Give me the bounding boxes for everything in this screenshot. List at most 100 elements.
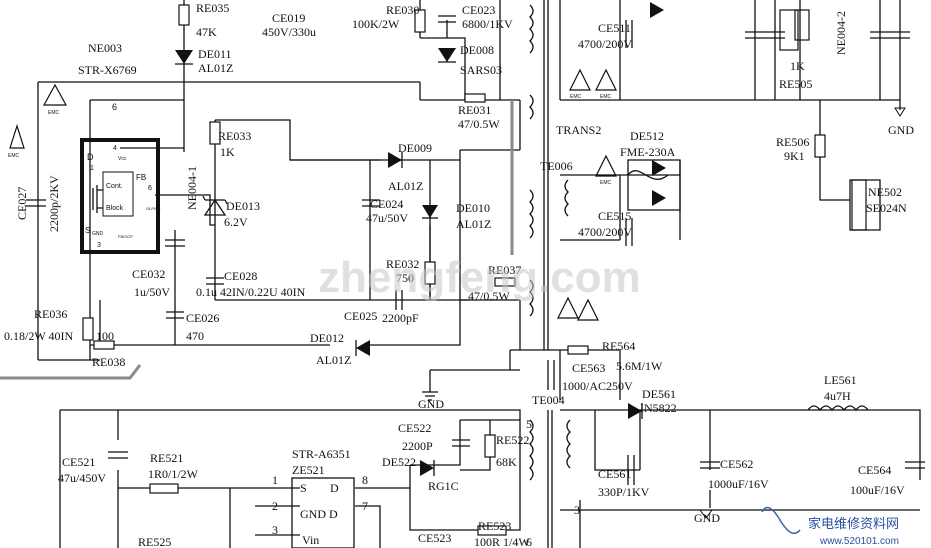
capacitor-ce561 bbox=[627, 455, 635, 485]
label-de011: DE011 bbox=[198, 47, 232, 61]
label-re038-val: 100 bbox=[96, 329, 114, 343]
label-ze521: ZE521 bbox=[292, 463, 325, 477]
label-de012: DE012 bbox=[310, 331, 344, 345]
label-ce521-val: 47u/450V bbox=[58, 471, 106, 485]
label-re564-val: 5.6M/1W bbox=[616, 359, 663, 373]
label-ce024-val: 47u/50V bbox=[366, 211, 408, 225]
label-te004: TE004 bbox=[532, 393, 565, 407]
gnd-symbol-2 bbox=[894, 107, 906, 117]
label-re033-val: 1K bbox=[220, 145, 235, 159]
warning-icon-5 bbox=[595, 154, 617, 177]
label-ne003: NE003 bbox=[88, 41, 122, 55]
ic2-pin-gndd: GND D bbox=[300, 507, 338, 521]
label-ce563-val: 1000/AC250V bbox=[562, 379, 633, 393]
logo-url-text: www.520101.com bbox=[819, 536, 899, 547]
diode-de512-b bbox=[652, 190, 666, 206]
label-re525: RE525 bbox=[138, 535, 171, 548]
ic2-pin-vin: Vin bbox=[302, 533, 319, 547]
label-de009: DE009 bbox=[398, 141, 432, 155]
label-re032: RE032 bbox=[386, 257, 419, 271]
ic2-pin-d: D bbox=[330, 481, 339, 495]
diode-de009 bbox=[388, 152, 402, 168]
ic-block-label: Block bbox=[106, 205, 124, 212]
capacitor-ce032 bbox=[165, 239, 185, 247]
label-ce523: CE523 bbox=[418, 531, 451, 545]
label-re036: RE036 bbox=[34, 307, 67, 321]
capacitor-c2 bbox=[765, 31, 785, 39]
emc-label-3: EMC bbox=[570, 94, 582, 100]
diode-de010 bbox=[422, 205, 438, 218]
ic-control-block bbox=[102, 171, 134, 217]
label-de010-val: AL01Z bbox=[456, 217, 491, 231]
label-de512: DE512 bbox=[630, 129, 664, 143]
transformer-windings bbox=[529, 0, 869, 548]
label-re031-val: 47/0.5W bbox=[458, 117, 500, 131]
capacitor-ce026 bbox=[166, 311, 184, 319]
label-ne004-1: NE004-1 bbox=[185, 166, 199, 210]
label-ce562-val: 1000uF/16V bbox=[708, 477, 769, 491]
label-le561-val: 4u7H bbox=[824, 389, 851, 403]
label-ce561-val: 330P/1KV bbox=[598, 485, 650, 499]
capacitor-c3 bbox=[870, 31, 890, 39]
label-re523-val: 100R 1/4W bbox=[474, 535, 530, 548]
gnd-symbol-1 bbox=[422, 391, 438, 401]
warning-icon-1 bbox=[9, 124, 25, 149]
ic-pin-vcc: Vcc bbox=[118, 156, 127, 162]
label-str-a6351: STR-A6351 bbox=[292, 447, 351, 461]
resistor-re564 bbox=[567, 345, 589, 355]
label-ce562: CE562 bbox=[720, 457, 753, 471]
label-ce032-val: 1u/50V bbox=[134, 285, 170, 299]
resistor-re506 bbox=[814, 134, 826, 158]
label-re030-val: 100K/2W bbox=[352, 17, 400, 31]
ic-pin-fbocp: FB/OCP bbox=[118, 234, 133, 239]
warning-icon-6 bbox=[557, 296, 579, 319]
diode-de512-a bbox=[652, 160, 666, 176]
label-de522-val: RG1C bbox=[428, 479, 459, 493]
optocoupler-ne004-2 bbox=[794, 9, 810, 41]
label-ce026-val: 470 bbox=[186, 329, 204, 343]
label-ce522-val: 2200P bbox=[402, 439, 433, 453]
capacitor-ce024 bbox=[362, 199, 380, 207]
warning-icon-2 bbox=[42, 83, 68, 106]
label-ce023: CE023 bbox=[462, 3, 495, 17]
label-de522: DE522 bbox=[382, 455, 416, 469]
label-ce511: CE511 bbox=[598, 21, 631, 35]
warning-icon-4 bbox=[595, 68, 617, 91]
resistor-re037 bbox=[494, 277, 516, 287]
capacitor-ce028 bbox=[206, 277, 224, 285]
ic-pin-fb: FB bbox=[136, 173, 146, 182]
ic2-pin-num-2: 2 bbox=[272, 499, 278, 513]
label-ce027: CE027 bbox=[15, 187, 29, 220]
label-re033: RE033 bbox=[218, 129, 251, 143]
ic-pin-4: 4 bbox=[113, 145, 117, 152]
label-trans2: TRANS2 bbox=[556, 123, 601, 137]
te004-pin-5: 5 bbox=[526, 417, 532, 431]
ic-pin-3: 3 bbox=[97, 242, 101, 249]
label-ce515: CE515 bbox=[598, 209, 631, 223]
label-ce019-val: 450V/330u bbox=[262, 25, 316, 39]
diode-de512-top bbox=[650, 2, 664, 18]
label-le561: LE561 bbox=[824, 373, 857, 387]
label-ce564-val: 100uF/16V bbox=[850, 483, 905, 497]
label-de008-val: SARS03 bbox=[460, 63, 502, 77]
watermark-text: zhengfeng.com bbox=[318, 253, 641, 302]
capacitors bbox=[26, 15, 925, 485]
label-de512-val: FME-230A bbox=[620, 145, 676, 159]
ic2-pin-num-1: 1 bbox=[272, 473, 278, 487]
capacitor-ce564 bbox=[905, 461, 925, 469]
label-ce024: CE024 bbox=[370, 197, 403, 211]
ic-pin-6-inner: 6 bbox=[148, 185, 152, 192]
label-ce522: CE522 bbox=[398, 421, 431, 435]
label-de008: DE008 bbox=[460, 43, 494, 57]
label-re035: RE035 bbox=[196, 1, 229, 15]
capacitor-c4 bbox=[890, 31, 910, 39]
gnd-symbol-3 bbox=[699, 509, 713, 519]
resistor-re035 bbox=[178, 4, 190, 26]
label-de011-val: AL01Z bbox=[198, 61, 233, 75]
label-ce561: CE561 bbox=[598, 467, 631, 481]
label-ce026: CE026 bbox=[186, 311, 219, 325]
label-gnd-mid: GND bbox=[418, 397, 444, 411]
label-re037-val: 47/0.5W bbox=[468, 289, 510, 303]
emc-label-4: EMC bbox=[600, 94, 612, 100]
label-de561: DE561 bbox=[642, 387, 676, 401]
